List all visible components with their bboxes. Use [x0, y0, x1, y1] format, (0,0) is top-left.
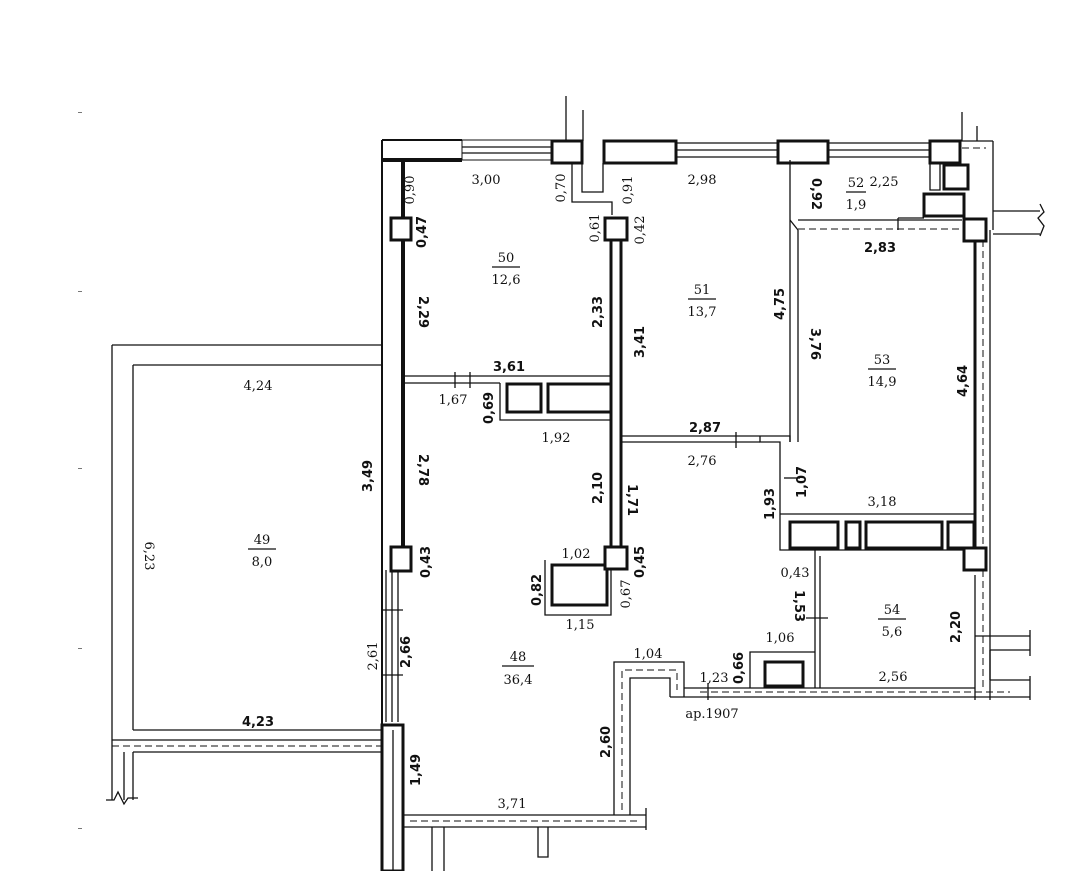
left-window: [382, 570, 403, 722]
room-51-number: 51: [694, 283, 711, 298]
dim-label: 6,23: [141, 542, 156, 571]
dim-label: 0,92: [808, 178, 823, 210]
dim-label: 1,06: [766, 631, 795, 646]
dim-label: 1,67: [439, 393, 468, 408]
dim-label: 2,29: [415, 296, 430, 328]
dim-label: 1,15: [566, 618, 595, 633]
dim-label: 2,61: [366, 642, 381, 671]
dim-label: 1,53: [791, 590, 806, 622]
dim-label: 0,43: [419, 546, 434, 578]
dim-label: 0,47: [415, 216, 430, 248]
room-labels: 49 8,0 48 36,4 50 12,6 51 13,7 52 1,9 53…: [248, 176, 906, 688]
columns: [389, 216, 988, 573]
dim-label: 2,76: [688, 454, 717, 469]
dim-label: 4,75: [773, 288, 788, 320]
dim-label: 2,10: [591, 472, 606, 504]
dim-label: 2,25: [870, 175, 899, 190]
room-48-number: 48: [510, 650, 527, 665]
dim-label: 4,24: [244, 379, 273, 394]
dim-label: 1,71: [624, 484, 639, 516]
dim-label: 3,61: [493, 360, 525, 375]
dim-label: 0,42: [633, 216, 648, 245]
dim-label: 0,61: [588, 214, 603, 243]
room-53-number: 53: [874, 353, 891, 368]
dim-label: 0,70: [554, 174, 569, 203]
room-52-number: 52: [848, 176, 865, 191]
dimension-labels: 3,00 2,98 2,25 2,83 4,24 3,61 1,67 1,92 …: [141, 173, 971, 812]
room-51-area: 13,7: [688, 305, 717, 320]
dim-label: 0,67: [619, 580, 634, 609]
dim-label: 0,91: [621, 176, 636, 205]
dim-label: 1,07: [795, 466, 810, 498]
outer-walls: [380, 96, 1045, 871]
dim-label: 0,69: [482, 392, 497, 424]
dim-label: 3,18: [868, 495, 897, 510]
dim-label: 2,56: [879, 670, 908, 685]
dim-label: 0,90: [403, 176, 418, 205]
dim-label: 2,98: [688, 173, 717, 188]
room-53-area: 14,9: [868, 375, 897, 390]
dim-label: 0,43: [781, 566, 810, 581]
dim-label: 4,23: [242, 715, 274, 730]
dim-label: 2,20: [949, 611, 964, 643]
room-54-area: 5,6: [882, 625, 903, 640]
annotation-label: ар.1907: [685, 707, 738, 722]
dim-label: 3,76: [807, 328, 822, 360]
room-49-number: 49: [254, 533, 271, 548]
dim-label: 1,49: [409, 754, 424, 786]
dim-label: 2,78: [415, 454, 430, 486]
dim-label: 2,87: [689, 421, 721, 436]
room-50-area: 12,6: [492, 273, 521, 288]
dim-label: 2,33: [591, 296, 606, 328]
dim-label: 0,82: [530, 574, 545, 606]
balcony-walls: [106, 344, 382, 806]
dim-label: 3,49: [361, 460, 376, 492]
dim-label: 4,64: [956, 365, 971, 397]
dim-label: 3,00: [472, 173, 501, 188]
dim-label: 0,66: [732, 652, 747, 684]
dim-label: 1,93: [763, 488, 778, 520]
dim-label: 1,23: [700, 671, 729, 686]
room-54-number: 54: [884, 603, 901, 618]
dim-label: 3,71: [498, 797, 527, 812]
dim-label: 2,83: [864, 241, 896, 256]
dim-label: 1,02: [562, 547, 591, 562]
dim-label: 3,41: [633, 326, 648, 358]
interior-walls: [403, 160, 976, 700]
room-52-area: 1,9: [846, 198, 867, 213]
dim-label: 1,92: [542, 431, 571, 446]
room-50-number: 50: [498, 251, 515, 266]
room-49-area: 8,0: [252, 555, 273, 570]
room-48-area: 36,4: [504, 673, 533, 688]
dim-label: 2,60: [599, 726, 614, 758]
dim-label: 0,45: [633, 546, 648, 578]
margin-marks: [78, 112, 82, 829]
dim-label: 1,04: [634, 647, 663, 662]
dim-label: 2,66: [399, 636, 414, 668]
